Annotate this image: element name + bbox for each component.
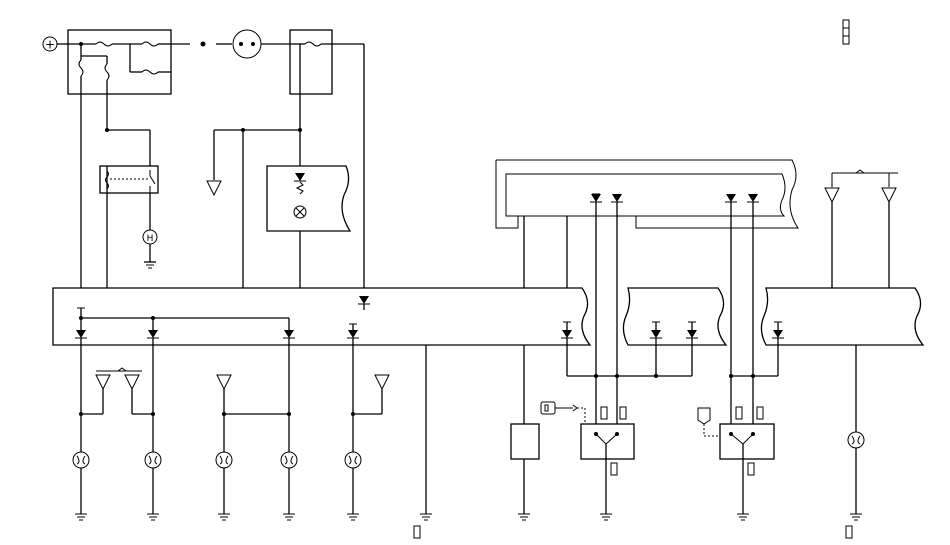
middle-bus-links — [566, 338, 779, 424]
middle-control-module — [622, 287, 728, 346]
top-feed-line — [171, 29, 290, 59]
ground-icon — [75, 513, 87, 521]
bulb-icon — [847, 431, 865, 449]
connector-triangle-icon — [824, 187, 840, 204]
main-control-module — [52, 287, 592, 346]
ground-icon — [347, 513, 359, 521]
bulb-icon — [72, 451, 90, 469]
ground-icon — [283, 513, 295, 521]
switch-unit — [266, 165, 352, 288]
indicator-bulb-icon — [232, 29, 262, 59]
relay-circuit: H — [99, 94, 159, 269]
connector-triangle-icon — [206, 180, 222, 197]
fuse-symbol-5 — [141, 69, 159, 75]
relay-body — [99, 165, 159, 194]
bulb-icon — [344, 451, 362, 469]
heater-motor-symbol: H — [147, 234, 154, 244]
placeholder-mark — [413, 525, 421, 539]
indicator-light-icon — [293, 205, 307, 219]
ground-symbols — [75, 513, 862, 521]
positive-terminal-symbol: + — [45, 38, 55, 52]
lower-left-bulbs — [72, 338, 390, 514]
fuse-symbol-1 — [95, 41, 113, 47]
connector-triangle-icon — [216, 374, 232, 391]
ground-icon — [850, 513, 862, 521]
fuse-symbol-3 — [78, 59, 84, 77]
ground-icon — [420, 513, 432, 521]
right-connector-triangles — [824, 169, 898, 288]
key-switch-assembly — [540, 401, 635, 514]
fuse-relay-box — [67, 29, 172, 95]
upper-right-module — [495, 159, 799, 376]
placeholder-mark — [845, 525, 853, 539]
bulb-icon — [144, 451, 162, 469]
tag-icon — [697, 407, 711, 425]
ground-icon — [600, 513, 612, 521]
connector-triangle-icon — [374, 374, 390, 391]
fuse-box-b — [289, 29, 364, 95]
connector-triangle-icon — [124, 374, 140, 391]
sensor-unit — [510, 423, 540, 460]
connector-triangle-icon — [95, 374, 111, 391]
lever-switch-assembly — [697, 406, 775, 514]
bulb-icon — [280, 451, 298, 469]
corner-placeholder-marks — [842, 19, 850, 45]
fuse-symbol-4 — [104, 63, 110, 81]
relay-coil-icon — [105, 170, 109, 190]
fuse-symbol-2 — [141, 41, 159, 47]
ground-icon — [737, 513, 749, 521]
ground-icon — [218, 513, 230, 521]
bulb-icon — [215, 451, 233, 469]
connector-triangle-icon — [881, 187, 897, 204]
right-control-module — [760, 287, 925, 346]
ground-icon — [518, 513, 530, 521]
battery-positive-terminal: + — [42, 36, 68, 52]
resistor-icon — [295, 181, 304, 195]
middle-branch — [206, 94, 302, 288]
ground-icon — [147, 513, 159, 521]
ground-icon — [144, 261, 156, 269]
